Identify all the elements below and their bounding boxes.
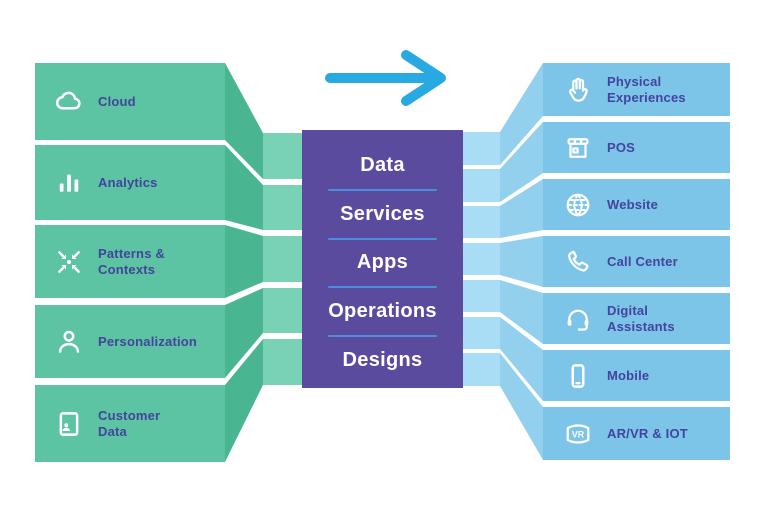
block-label: Digital Assistants [607, 303, 675, 334]
center-divider [328, 335, 437, 338]
block-label: Analytics [98, 174, 158, 190]
vr-icon-text: VR [572, 429, 585, 439]
connector-band [463, 353, 500, 386]
center-item-designs: Designs [302, 337, 463, 384]
connector-band [500, 317, 543, 401]
center-label: Services [340, 202, 425, 225]
left-connectors [225, 63, 302, 462]
center-box: Data Services Apps Operations Designs [302, 130, 463, 388]
hand-icon [562, 74, 594, 106]
right-block-physical-experiences: Physical Experiences [543, 63, 730, 116]
center-divider [328, 188, 437, 191]
center-label: Apps [356, 251, 409, 274]
connector-band [500, 236, 543, 287]
connector-band [500, 122, 543, 202]
left-block-customer-data: Customer Data [35, 385, 225, 462]
block-label: Website [607, 196, 659, 212]
connector-band [463, 317, 500, 349]
center-item-data: Data [302, 142, 463, 189]
connector-band [263, 133, 302, 179]
center-label: Designs [342, 349, 423, 372]
connector-band [500, 353, 543, 460]
headset-icon [562, 303, 594, 335]
block-label: Personalization [98, 333, 198, 349]
bar-chart-icon [53, 167, 85, 199]
connector-band [500, 179, 543, 238]
cloud-icon [53, 86, 85, 118]
left-block-cloud: Cloud [35, 63, 225, 140]
connector-band [225, 288, 263, 378]
arrow-right-icon [325, 50, 446, 106]
connector-band [263, 339, 302, 385]
right-block-website: Website [543, 179, 730, 230]
connector-band [263, 288, 302, 333]
converge-arrows-icon [53, 246, 85, 278]
connector-band [263, 236, 302, 282]
block-label: Call Center [607, 253, 678, 269]
block-label: Patterns & Contexts [98, 246, 166, 277]
block-label: Cloud [98, 93, 136, 109]
right-block-pos: POS [543, 122, 730, 173]
right-block-digital-assistants: Digital Assistants [543, 293, 730, 344]
phone-icon [562, 246, 594, 278]
right-block-mobile: Mobile [543, 350, 730, 401]
block-label: POS [607, 139, 636, 155]
person-icon [53, 326, 85, 358]
block-label: Physical Experiences [607, 74, 686, 105]
connector-band [225, 63, 263, 179]
block-label: Mobile [607, 367, 650, 383]
connector-band [463, 280, 500, 312]
id-card-icon [53, 408, 85, 440]
center-divider [328, 237, 437, 240]
connector-band [263, 185, 302, 230]
left-block-patterns-contexts: Patterns & Contexts [35, 225, 225, 298]
block-label: Customer Data [98, 408, 161, 439]
center-item-services: Services [302, 191, 463, 238]
connector-band [500, 63, 543, 165]
center-item-operations: Operations [302, 288, 463, 335]
connector-band [225, 339, 263, 462]
connector-band [463, 243, 500, 275]
connector-band [463, 206, 500, 238]
storefront-icon [562, 132, 594, 164]
center-label: Operations [328, 300, 437, 323]
globe-icon [562, 189, 594, 221]
center-divider [328, 286, 437, 289]
right-block-call-center: Call Center [543, 236, 730, 287]
connector-band [463, 169, 500, 202]
right-block-ar-vr-iot: VR AR/VR & IOT [543, 407, 730, 460]
left-block-personalization: Personalization [35, 305, 225, 378]
connector-band [463, 132, 500, 165]
right-connectors [463, 63, 543, 460]
center-item-apps: Apps [302, 240, 463, 287]
connector-band [500, 280, 543, 344]
center-label: Data [360, 153, 405, 176]
smartphone-icon [562, 360, 594, 392]
block-label: AR/VR & IOT [607, 425, 688, 441]
left-block-analytics: Analytics [35, 145, 225, 220]
vr-goggles-icon: VR [562, 418, 594, 450]
connector-band [225, 225, 263, 298]
connector-band [225, 145, 263, 230]
